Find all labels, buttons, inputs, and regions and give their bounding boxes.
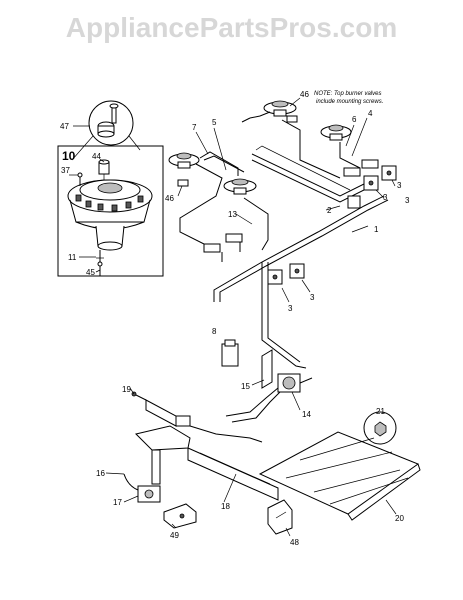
valve-right bbox=[343, 167, 361, 177]
note-line-1: NOTE: Top burner valves bbox=[314, 91, 381, 97]
callout-21: 21 bbox=[376, 407, 385, 416]
callout-17: 17 bbox=[113, 498, 122, 507]
bracket-15 bbox=[261, 349, 273, 389]
callout-2: 2 bbox=[327, 206, 332, 215]
callout-20: 20 bbox=[395, 514, 404, 523]
top-burners bbox=[168, 100, 352, 195]
callout-15: 15 bbox=[241, 382, 250, 391]
burner-detail-inset bbox=[57, 100, 164, 277]
burner-body bbox=[69, 199, 151, 223]
callout-5: 5 bbox=[212, 118, 217, 127]
igniter-19 bbox=[145, 399, 177, 427]
inset-frame bbox=[57, 145, 164, 277]
part-21-callout bbox=[363, 411, 397, 445]
callout-19: 19 bbox=[122, 385, 131, 394]
callout-3d: 3 bbox=[310, 293, 315, 302]
lower-supply-tube bbox=[225, 387, 279, 417]
orifice-base bbox=[97, 130, 115, 138]
valve-left bbox=[225, 233, 243, 243]
callout-3e: 3 bbox=[405, 196, 410, 205]
callout-14: 14 bbox=[302, 410, 311, 419]
header-bar bbox=[251, 153, 373, 197]
tube-6 bbox=[339, 142, 361, 169]
bezel-3e bbox=[347, 195, 361, 209]
gas-tubing bbox=[177, 97, 397, 369]
callout-18: 18 bbox=[221, 502, 230, 511]
callout-44: 44 bbox=[92, 152, 101, 161]
callout-48: 48 bbox=[290, 538, 299, 547]
callout-47: 47 bbox=[60, 122, 69, 131]
part-21-nut bbox=[374, 421, 387, 437]
valve-right2 bbox=[361, 159, 379, 169]
callout-8: 8 bbox=[212, 327, 217, 336]
bracket-48 bbox=[267, 499, 293, 535]
tube-5 bbox=[199, 151, 239, 176]
oven-burner-tube-18 bbox=[187, 447, 279, 501]
tube-7 bbox=[179, 163, 223, 247]
manifold-pipe bbox=[213, 195, 385, 302]
callout-10: 10 bbox=[62, 149, 76, 163]
tube-4 bbox=[281, 119, 341, 179]
bracket-46-left bbox=[177, 179, 189, 187]
burner-center bbox=[97, 182, 123, 194]
callout-3a: 3 bbox=[397, 181, 402, 190]
callout-37: 37 bbox=[61, 166, 70, 175]
part-8 bbox=[221, 343, 239, 367]
oven-burner-assembly bbox=[105, 387, 421, 537]
tube-13 bbox=[243, 197, 269, 251]
bracket-46-top bbox=[286, 115, 298, 123]
callout-4: 4 bbox=[368, 109, 373, 118]
note-line-2: include mounting screws. bbox=[316, 99, 383, 105]
valve-left2 bbox=[203, 243, 221, 253]
callout-46-left: 46 bbox=[165, 194, 174, 203]
screw-47 bbox=[111, 106, 117, 124]
callout-3c: 3 bbox=[288, 304, 293, 313]
callout-11: 11 bbox=[68, 253, 77, 262]
regulator-assembly bbox=[221, 339, 313, 423]
magnifier-leader-right bbox=[128, 135, 141, 151]
callout-45: 45 bbox=[86, 268, 95, 277]
callout-13: 13 bbox=[228, 210, 237, 219]
callout-7: 7 bbox=[192, 123, 197, 132]
magnifier-circle bbox=[88, 100, 134, 146]
watermark-text: AppliancePartsPros.com bbox=[65, 12, 398, 43]
callout-1: 1 bbox=[374, 225, 379, 234]
magnifier-leader-left bbox=[71, 135, 94, 161]
callout-3b: 3 bbox=[383, 193, 388, 202]
callout-46-top: 46 bbox=[300, 90, 309, 99]
callout-16: 16 bbox=[96, 469, 105, 478]
supply-pipe bbox=[261, 262, 307, 369]
callout-49: 49 bbox=[170, 531, 179, 540]
screw-head bbox=[109, 103, 119, 109]
oven-venturi bbox=[135, 425, 191, 451]
oven-spud-pipe bbox=[151, 449, 161, 485]
tube-16 bbox=[123, 473, 139, 491]
callout-6: 6 bbox=[352, 115, 357, 124]
